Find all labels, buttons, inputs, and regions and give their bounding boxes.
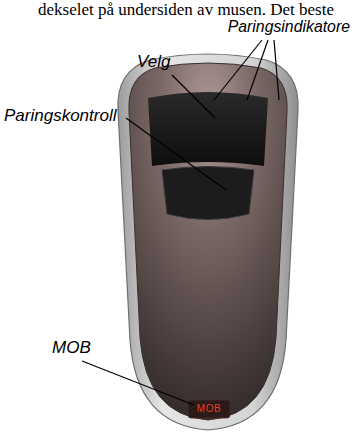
pairing-button [162, 167, 254, 220]
leader-line [172, 75, 215, 118]
part-name: MOB [52, 338, 91, 358]
leader-line [214, 40, 262, 100]
leader-line [274, 40, 279, 100]
select-button [148, 92, 268, 166]
part-name: Paringskontroll [4, 106, 116, 126]
leader-line [82, 361, 194, 405]
part-name: Velg [137, 52, 170, 72]
mob-button [188, 400, 230, 418]
part-name: Paringsindikatore [228, 18, 350, 36]
housing [118, 54, 298, 430]
button-text: MOB [197, 403, 221, 415]
leader-line [126, 118, 226, 190]
body-text: dekselet på undersiden av musen. Det bes… [38, 0, 334, 20]
body [129, 63, 287, 420]
leader-line [247, 40, 268, 100]
